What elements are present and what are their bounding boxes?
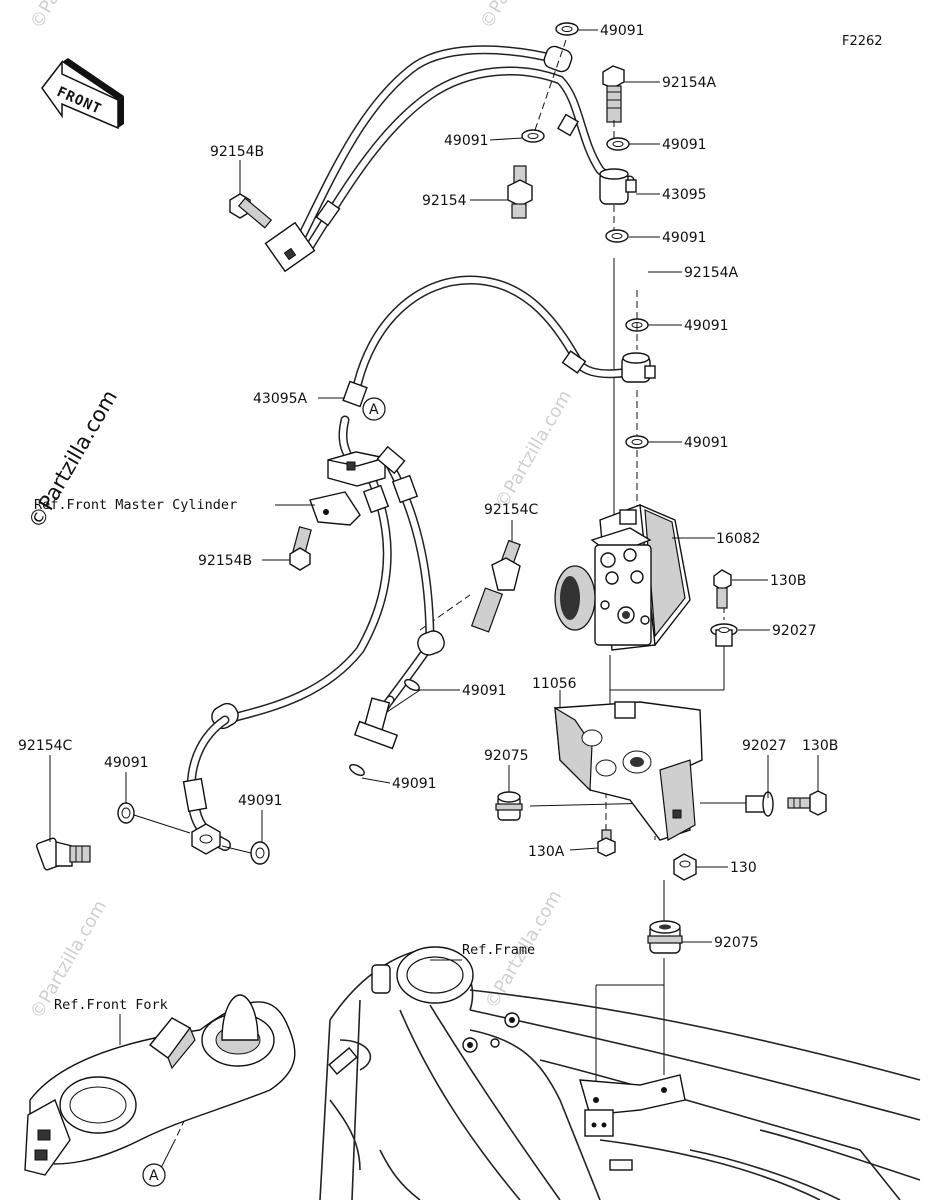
collar-92027-top [710, 623, 738, 647]
upper-brake-hose [264, 45, 635, 273]
label-92027-top: 92027 [772, 623, 817, 639]
reference-circle-a-top: A [362, 397, 386, 421]
front-direction-arrow: FRONT [41, 58, 124, 130]
label-49091-e: 49091 [462, 683, 507, 699]
reference-circle-a-top-text: A [369, 402, 379, 418]
collar-92027-right [745, 791, 774, 817]
bolt-130B-right [787, 790, 827, 816]
middle-hose-43095A [342, 275, 656, 408]
frame-reference [319, 946, 921, 1200]
watermark-text-top-center: ©Partzilla.com [476, 0, 561, 33]
bleeder-92154C-mid [470, 539, 521, 633]
master-cylinder-bracket [309, 491, 361, 526]
ref-frame: Ref.Frame [462, 942, 535, 958]
reference-labels: Ref.Front Master Cylinder Ref.Frame Ref.… [34, 497, 535, 1045]
abs-bracket-11056 [554, 701, 703, 841]
label-92154A-top: 92154A [662, 75, 717, 91]
label-11056: 11056 [532, 676, 577, 692]
label-92154C-left: 92154C [18, 738, 73, 754]
right-hose-fitting [353, 695, 399, 750]
bolt-92154B-top [229, 193, 273, 229]
joint-43095 [599, 168, 637, 205]
label-49091-a: 49091 [662, 137, 707, 153]
label-49091-upper-left: 49091 [444, 133, 489, 149]
label-49091-h: 49091 [392, 776, 437, 792]
grommet-92075-lower [647, 920, 683, 954]
grommet-92075-left [495, 791, 523, 821]
label-92154C-mid: 92154C [484, 502, 539, 518]
ref-front-master-cylinder: Ref.Front Master Cylinder [34, 497, 237, 513]
figure-code: F2262 [842, 34, 883, 49]
washers-upper [521, 22, 649, 449]
label-92027-right: 92027 [742, 738, 787, 754]
nut-130 [673, 853, 697, 881]
label-92154A-mid: 92154A [684, 265, 739, 281]
lower-hose-fitting [182, 715, 231, 855]
bolt-92154A-top [602, 65, 625, 123]
label-130: 130 [730, 860, 757, 876]
label-92075-left: 92075 [484, 748, 529, 764]
reference-circle-a-bottom-text: A [149, 1168, 159, 1184]
label-43095A: 43095A [253, 391, 308, 407]
label-49091-c: 49091 [684, 318, 729, 334]
watermark-text-top-left: ©Partzilla.com [26, 0, 111, 33]
label-92154: 92154 [422, 193, 467, 209]
watermark-text-center: ©Partzilla.com [491, 387, 576, 513]
label-16082: 16082 [716, 531, 761, 547]
hose-manifold [211, 415, 445, 730]
label-49091-top: 49091 [600, 23, 645, 39]
reference-circle-a-bottom: A [142, 1163, 166, 1187]
ref-front-fork: Ref.Front Fork [54, 997, 168, 1013]
label-49091-d: 49091 [684, 435, 729, 451]
label-92154B-top: 92154B [210, 144, 264, 160]
bolt-130B-top [713, 569, 732, 609]
label-92075-lower: 92075 [714, 935, 759, 951]
abs-hydraulic-unit-16082 [554, 503, 691, 651]
label-49091-f: 49091 [104, 755, 149, 771]
bleeder-92154 [507, 165, 533, 219]
bolt-130A [597, 829, 616, 857]
label-130B-right: 130B [802, 738, 838, 754]
label-92154B-lower: 92154B [198, 553, 252, 569]
label-49091-g: 49091 [238, 793, 283, 809]
label-49091-b: 49091 [662, 230, 707, 246]
label-130A: 130A [528, 844, 565, 860]
front-fork-reference [24, 994, 296, 1176]
leader-lines [49, 29, 819, 943]
bolt-92154B-lower [289, 526, 312, 571]
part-labels: 49091 92154A 49091 49091 43095 92154 490… [18, 23, 838, 951]
bleeder-92154C-left [35, 837, 91, 871]
label-130B-top: 130B [770, 573, 806, 589]
label-43095: 43095 [662, 187, 707, 203]
